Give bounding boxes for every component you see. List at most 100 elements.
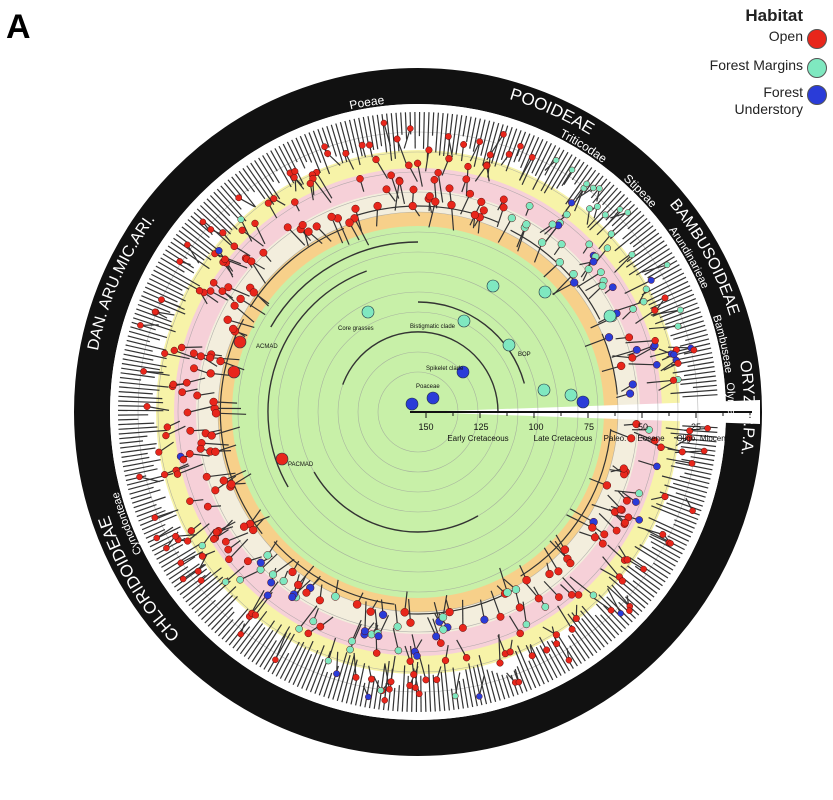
habitat-node: [618, 577, 626, 585]
habitat-node: [219, 476, 228, 485]
tip-branch: [581, 605, 613, 642]
habitat-node: [458, 623, 467, 632]
tip-branch: [191, 577, 229, 610]
tip-branch: [308, 132, 322, 163]
habitat-node: [626, 607, 633, 614]
tip-branch: [670, 324, 706, 337]
tip-branch: [130, 326, 168, 339]
habitat-node: [236, 294, 245, 304]
clade-branch: [478, 675, 485, 697]
tip-branch: [258, 157, 275, 183]
tip-branch: [119, 376, 142, 381]
habitat-node: [161, 349, 169, 357]
tip-branch: [422, 112, 425, 149]
habitat-node: [206, 369, 215, 378]
habitat-node: [324, 657, 332, 665]
habitat-node: [247, 257, 256, 266]
clade-branch: [598, 512, 618, 532]
habitat-node: [193, 391, 202, 400]
clade-branch: [139, 476, 160, 483]
tip-branch: [126, 339, 167, 351]
habitat-node: [593, 203, 601, 211]
habitat-node: [194, 567, 202, 575]
tip-branch: [168, 566, 189, 580]
habitat-node: [460, 141, 468, 148]
habitat-node: [321, 143, 328, 151]
tip-branch: [368, 679, 375, 709]
habitat-node: [224, 283, 233, 292]
habitat-node: [486, 151, 494, 159]
habitat-node: [221, 255, 229, 264]
habitat-node: [227, 479, 236, 489]
clade-branch: [518, 157, 533, 181]
tip-branch: [679, 320, 704, 330]
habitat-node: [635, 516, 643, 524]
tip-branch: [231, 176, 257, 208]
tip-branch: [548, 653, 562, 676]
tip-branch: [569, 645, 582, 664]
tip-branch: [437, 678, 441, 712]
tip-branch: [145, 528, 166, 539]
clade-label-poaceae: Poaceae: [416, 384, 440, 390]
panel-label: A: [6, 8, 31, 46]
habitat-node: [445, 154, 453, 163]
tip-branch: [680, 380, 717, 385]
tip-branch: [234, 173, 249, 192]
habitat-node: [627, 434, 636, 443]
habitat-node: [464, 162, 472, 171]
clade-branch: [552, 273, 574, 296]
tip-branch: [133, 496, 166, 509]
tip-branch: [295, 137, 308, 163]
habitat-node: [374, 632, 383, 641]
habitat-node: [161, 471, 169, 479]
legend-title: Habitat: [745, 6, 803, 25]
habitat-node: [602, 481, 612, 490]
habitat-node: [136, 473, 143, 481]
tip-branch: [348, 119, 361, 166]
tip-branch: [629, 557, 666, 583]
legend-item-open: Open: [677, 28, 827, 49]
habitat-node: [628, 353, 637, 362]
tip-branch: [288, 647, 307, 684]
habitat-node: [251, 219, 259, 228]
tip-branch: [404, 112, 408, 140]
habitat-node: [522, 220, 531, 229]
tip-branch: [267, 632, 292, 673]
tip-branch: [632, 580, 655, 598]
habitat-node: [507, 214, 516, 223]
habitat-node: [651, 306, 659, 314]
clade-branch: [353, 218, 370, 246]
tip-branch: [648, 517, 692, 538]
tip-branch: [250, 162, 276, 200]
habitat-node: [445, 133, 452, 140]
sector-arc: [510, 229, 601, 320]
habitat-node: [342, 149, 350, 157]
tip-branch: [128, 330, 161, 341]
tip-branch: [146, 282, 186, 302]
habitat-node: [589, 257, 598, 266]
tip-branch: [187, 219, 210, 239]
tip-branch: [209, 195, 231, 217]
habitat-node: [352, 673, 360, 681]
tip-branch: [673, 482, 708, 494]
habitat-node: [224, 545, 233, 554]
clade-branch: [374, 609, 379, 634]
tip-branch: [628, 248, 670, 276]
habitat-node: [207, 431, 216, 440]
tip-branch: [386, 113, 393, 161]
clade-branch: [383, 122, 392, 147]
tip-branch: [675, 492, 705, 503]
tip-branch: [332, 652, 348, 700]
tip-branch: [534, 143, 552, 177]
tip-branch: [206, 198, 238, 230]
clade-branch: [156, 526, 174, 539]
tip-branch: [121, 452, 148, 458]
tip-branch: [151, 273, 183, 291]
habitat-node: [184, 241, 191, 249]
tip-branch: [682, 425, 718, 429]
habitat-node: [216, 356, 225, 366]
period-label-oligo: Oligo.: [677, 434, 698, 443]
habitat-node: [439, 625, 448, 634]
habitat-node: [162, 431, 170, 440]
